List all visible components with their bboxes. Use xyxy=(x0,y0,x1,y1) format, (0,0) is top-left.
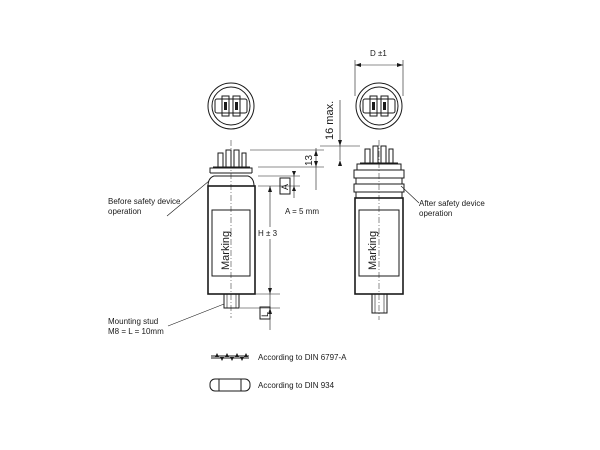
d-dimension: D ±1 xyxy=(354,49,404,96)
a-box-label: A xyxy=(280,184,290,190)
washer-symbol xyxy=(211,353,249,361)
left-top-view xyxy=(207,82,255,130)
a-value-label: A = 5 mm xyxy=(285,207,319,216)
after-label-line1: After safety device xyxy=(419,199,485,208)
nut-symbol xyxy=(209,378,251,392)
right-top-view xyxy=(355,82,403,130)
right-capacitor: Marking xyxy=(353,140,405,320)
h-tolerance-label: H ± 3 xyxy=(258,229,278,238)
legend-washer-text: According to DIN 6797-A xyxy=(258,353,347,362)
max16-label: 16 max. xyxy=(324,101,336,140)
after-label-line2: operation xyxy=(419,209,452,218)
height-dimensions: 16 max. 13 A A = 5 mm H ± 3 L xyxy=(240,100,360,330)
left-capacitor: Marking xyxy=(207,140,256,318)
marking-label-left: Marking xyxy=(220,231,232,270)
d-tolerance-label: D ±1 xyxy=(370,49,387,58)
callouts: Before safety device operation After saf… xyxy=(108,180,485,336)
l-label: L xyxy=(260,312,270,317)
before-label-line1: Before safety device xyxy=(108,197,181,206)
stud-label-line1: Mounting stud xyxy=(108,317,158,326)
legend-nut-text: According to DIN 934 xyxy=(258,381,335,390)
marking-label-right: Marking xyxy=(367,231,379,270)
before-label-line2: operation xyxy=(108,207,141,216)
stud-label-line2: M8 = L = 10mm xyxy=(108,327,164,336)
dim13-label: 13 xyxy=(304,154,315,166)
legend: According to DIN 6797-A According to DIN… xyxy=(209,353,347,392)
